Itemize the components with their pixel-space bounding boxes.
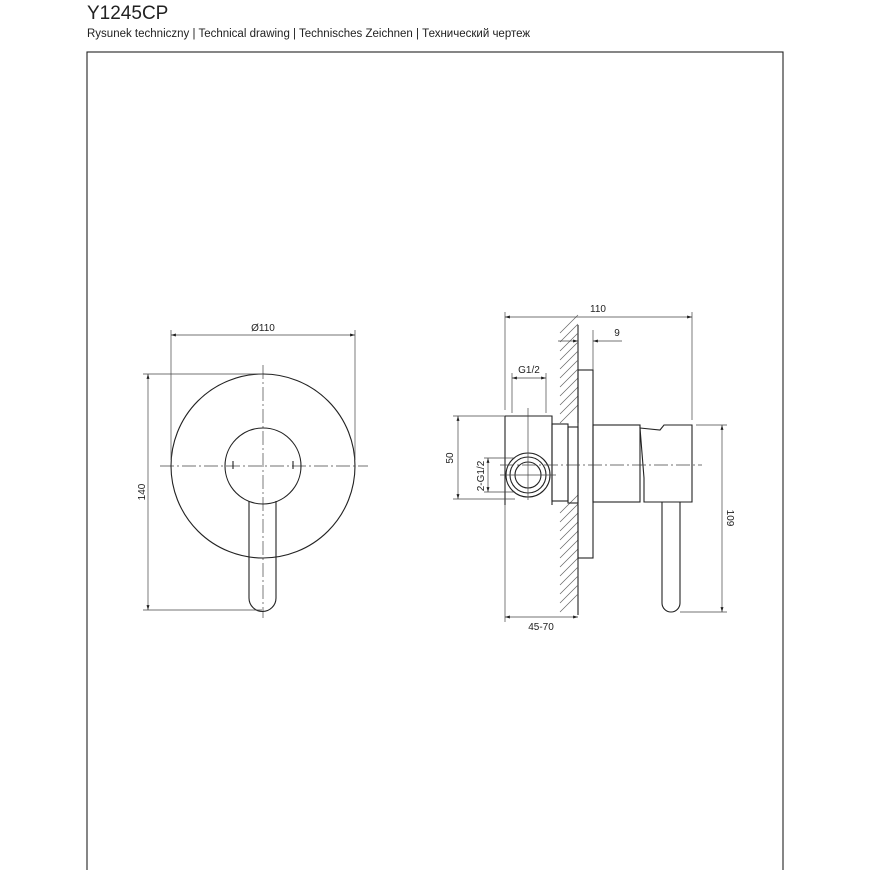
- hatch-line: [559, 332, 579, 352]
- hatch-line: [559, 548, 579, 568]
- side-view: 110 9 G1/2 50 2-G1/2 109 45-70: [445, 304, 735, 633]
- hatch-line: [559, 368, 579, 388]
- hatch-line: [559, 521, 579, 541]
- dim-inlet: G1/2: [518, 365, 540, 376]
- hatch-line: [559, 386, 579, 406]
- hatch-line: [559, 359, 579, 379]
- hatch-line: [559, 584, 579, 604]
- product-code: Y1245CP: [87, 3, 169, 24]
- hatch-line: [559, 575, 579, 595]
- lever-handle: [248, 501, 277, 613]
- mixer-body: [592, 424, 641, 503]
- handle-cap: [639, 424, 693, 503]
- hatch-line: [559, 593, 579, 613]
- front-view: Ø110 140: [137, 323, 368, 618]
- dim-depth: 110: [590, 304, 606, 315]
- hatch-line: [559, 377, 579, 397]
- hatch-line: [559, 503, 579, 523]
- hatch-line: [559, 512, 579, 532]
- hatch-line: [559, 566, 579, 586]
- dim-outlet: 2-G1/2: [476, 460, 487, 491]
- hatch-line: [559, 530, 579, 550]
- dim-handle-height: 109: [724, 510, 735, 527]
- hatch-line: [559, 341, 579, 361]
- hatch-line: [559, 314, 579, 334]
- dim-plate: 9: [614, 328, 620, 339]
- drawing-frame: [86, 51, 784, 870]
- side-lever: [661, 502, 681, 613]
- handle-cap-circle: [224, 427, 302, 505]
- dim-height: 140: [137, 483, 148, 500]
- hatch-line: [559, 404, 579, 424]
- hatch-line: [559, 350, 579, 370]
- drawing-subtitle: Rysunek techniczny | Technical drawing |…: [87, 28, 531, 40]
- hatch-line: [559, 557, 579, 577]
- dim-diameter: Ø110: [251, 323, 275, 334]
- hatch-line: [559, 395, 579, 415]
- hatch-line: [559, 494, 579, 514]
- hatch-line: [559, 539, 579, 559]
- wall-plate: [577, 369, 594, 559]
- dim-body-height: 50: [445, 452, 456, 464]
- dim-install-depth: 45-70: [528, 622, 554, 633]
- hatch-line: [559, 323, 579, 343]
